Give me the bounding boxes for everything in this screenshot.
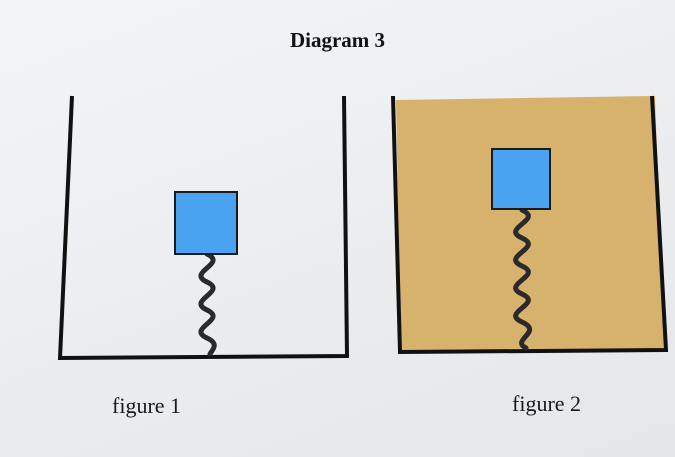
diagram-title: Diagram 3	[289, 28, 386, 52]
container-1	[57, 95, 350, 361]
figure-1	[57, 95, 350, 361]
figure-2	[391, 95, 669, 355]
figure-1-caption: figure 1	[112, 393, 182, 418]
spring-2	[513, 207, 533, 351]
container-2	[391, 95, 669, 355]
spring-1	[198, 251, 217, 357]
block-2	[491, 148, 551, 210]
figure-2-caption: figure 2	[512, 391, 582, 416]
block-1	[174, 191, 238, 255]
liquid-2	[396, 96, 664, 352]
